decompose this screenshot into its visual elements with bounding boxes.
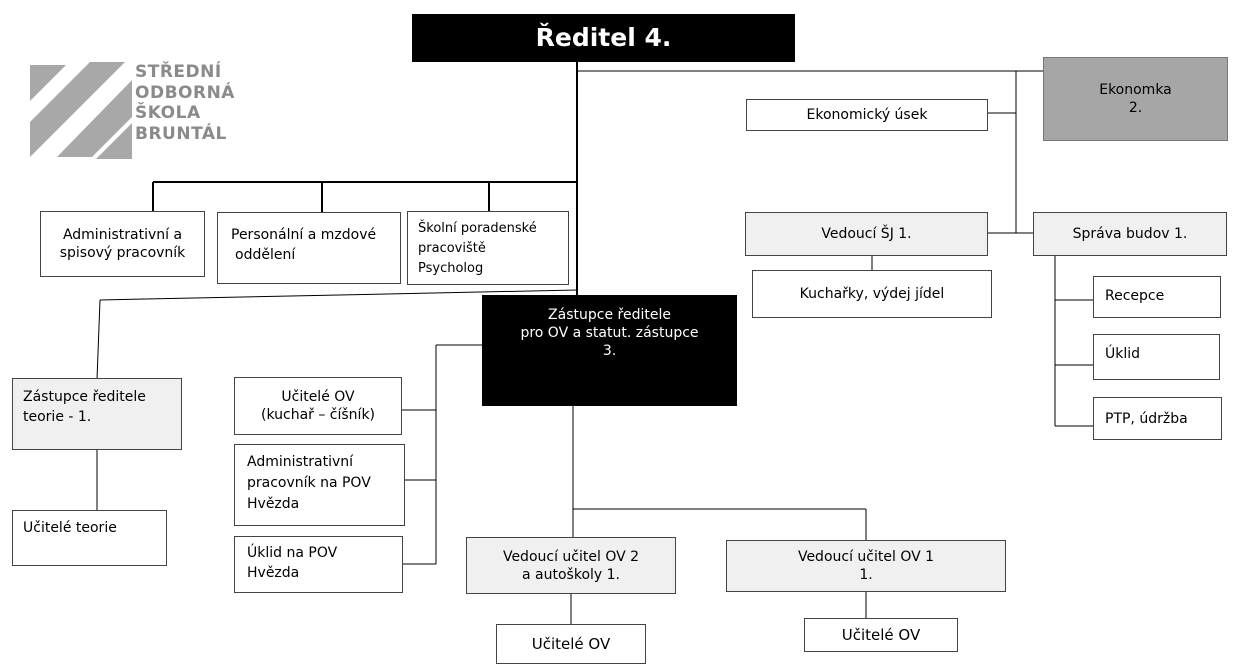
deputy-ov-box: Zástupce ředitele pro OV a statut. zástu… (482, 295, 737, 406)
ov-teachers-b-box: Učitelé OV (804, 618, 958, 652)
counseling-box: Školní poradenské pracoviště Psycholog (407, 211, 569, 285)
theory-teachers-box: Učitelé teorie (12, 510, 167, 566)
deputy-theory-box: Zástupce ředitele teorie - 1. (12, 378, 182, 450)
kitchen-staff-box: Kuchařky, výdej jídel (752, 270, 992, 318)
lead-ov2-box: Vedoucí učitel OV 2 a autoškoly 1. (466, 537, 676, 594)
building-mgmt-box: Správa budov 1. (1033, 212, 1227, 256)
director-title: Ředitel 4. (535, 23, 672, 52)
cleaning-box: Úklid (1093, 334, 1220, 380)
director-box: Ředitel 4. (412, 14, 795, 62)
kitchen-head-box: Vedoucí ŠJ 1. (745, 212, 988, 256)
school-name-logo: STŘEDNÍ ODBORNÁ ŠKOLA BRUNTÁL (135, 62, 235, 144)
admin-clerk-box: Administrativní a spisový pracovník (40, 211, 205, 277)
ov-teachers-cook-box: Učitelé OV (kuchař – číšník) (234, 377, 402, 435)
lead-ov1-box: Vedoucí učitel OV 1 1. (726, 540, 1006, 592)
economic-section-box: Ekonomický úsek (746, 99, 988, 131)
economist-box: Ekonomka 2. (1043, 57, 1228, 141)
cleaning-pov-box: Úklid na POV Hvězda (234, 536, 403, 593)
maintenance-box: PTP, údržba (1093, 397, 1222, 440)
ov-teachers-a-box: Učitelé OV (496, 624, 646, 664)
hr-payroll-box: Personální a mzdové oddělení (217, 212, 401, 284)
admin-pov-box: Administrativní pracovník na POV Hvězda (234, 444, 405, 526)
school-logo (30, 62, 132, 159)
reception-box: Recepce (1093, 276, 1221, 318)
